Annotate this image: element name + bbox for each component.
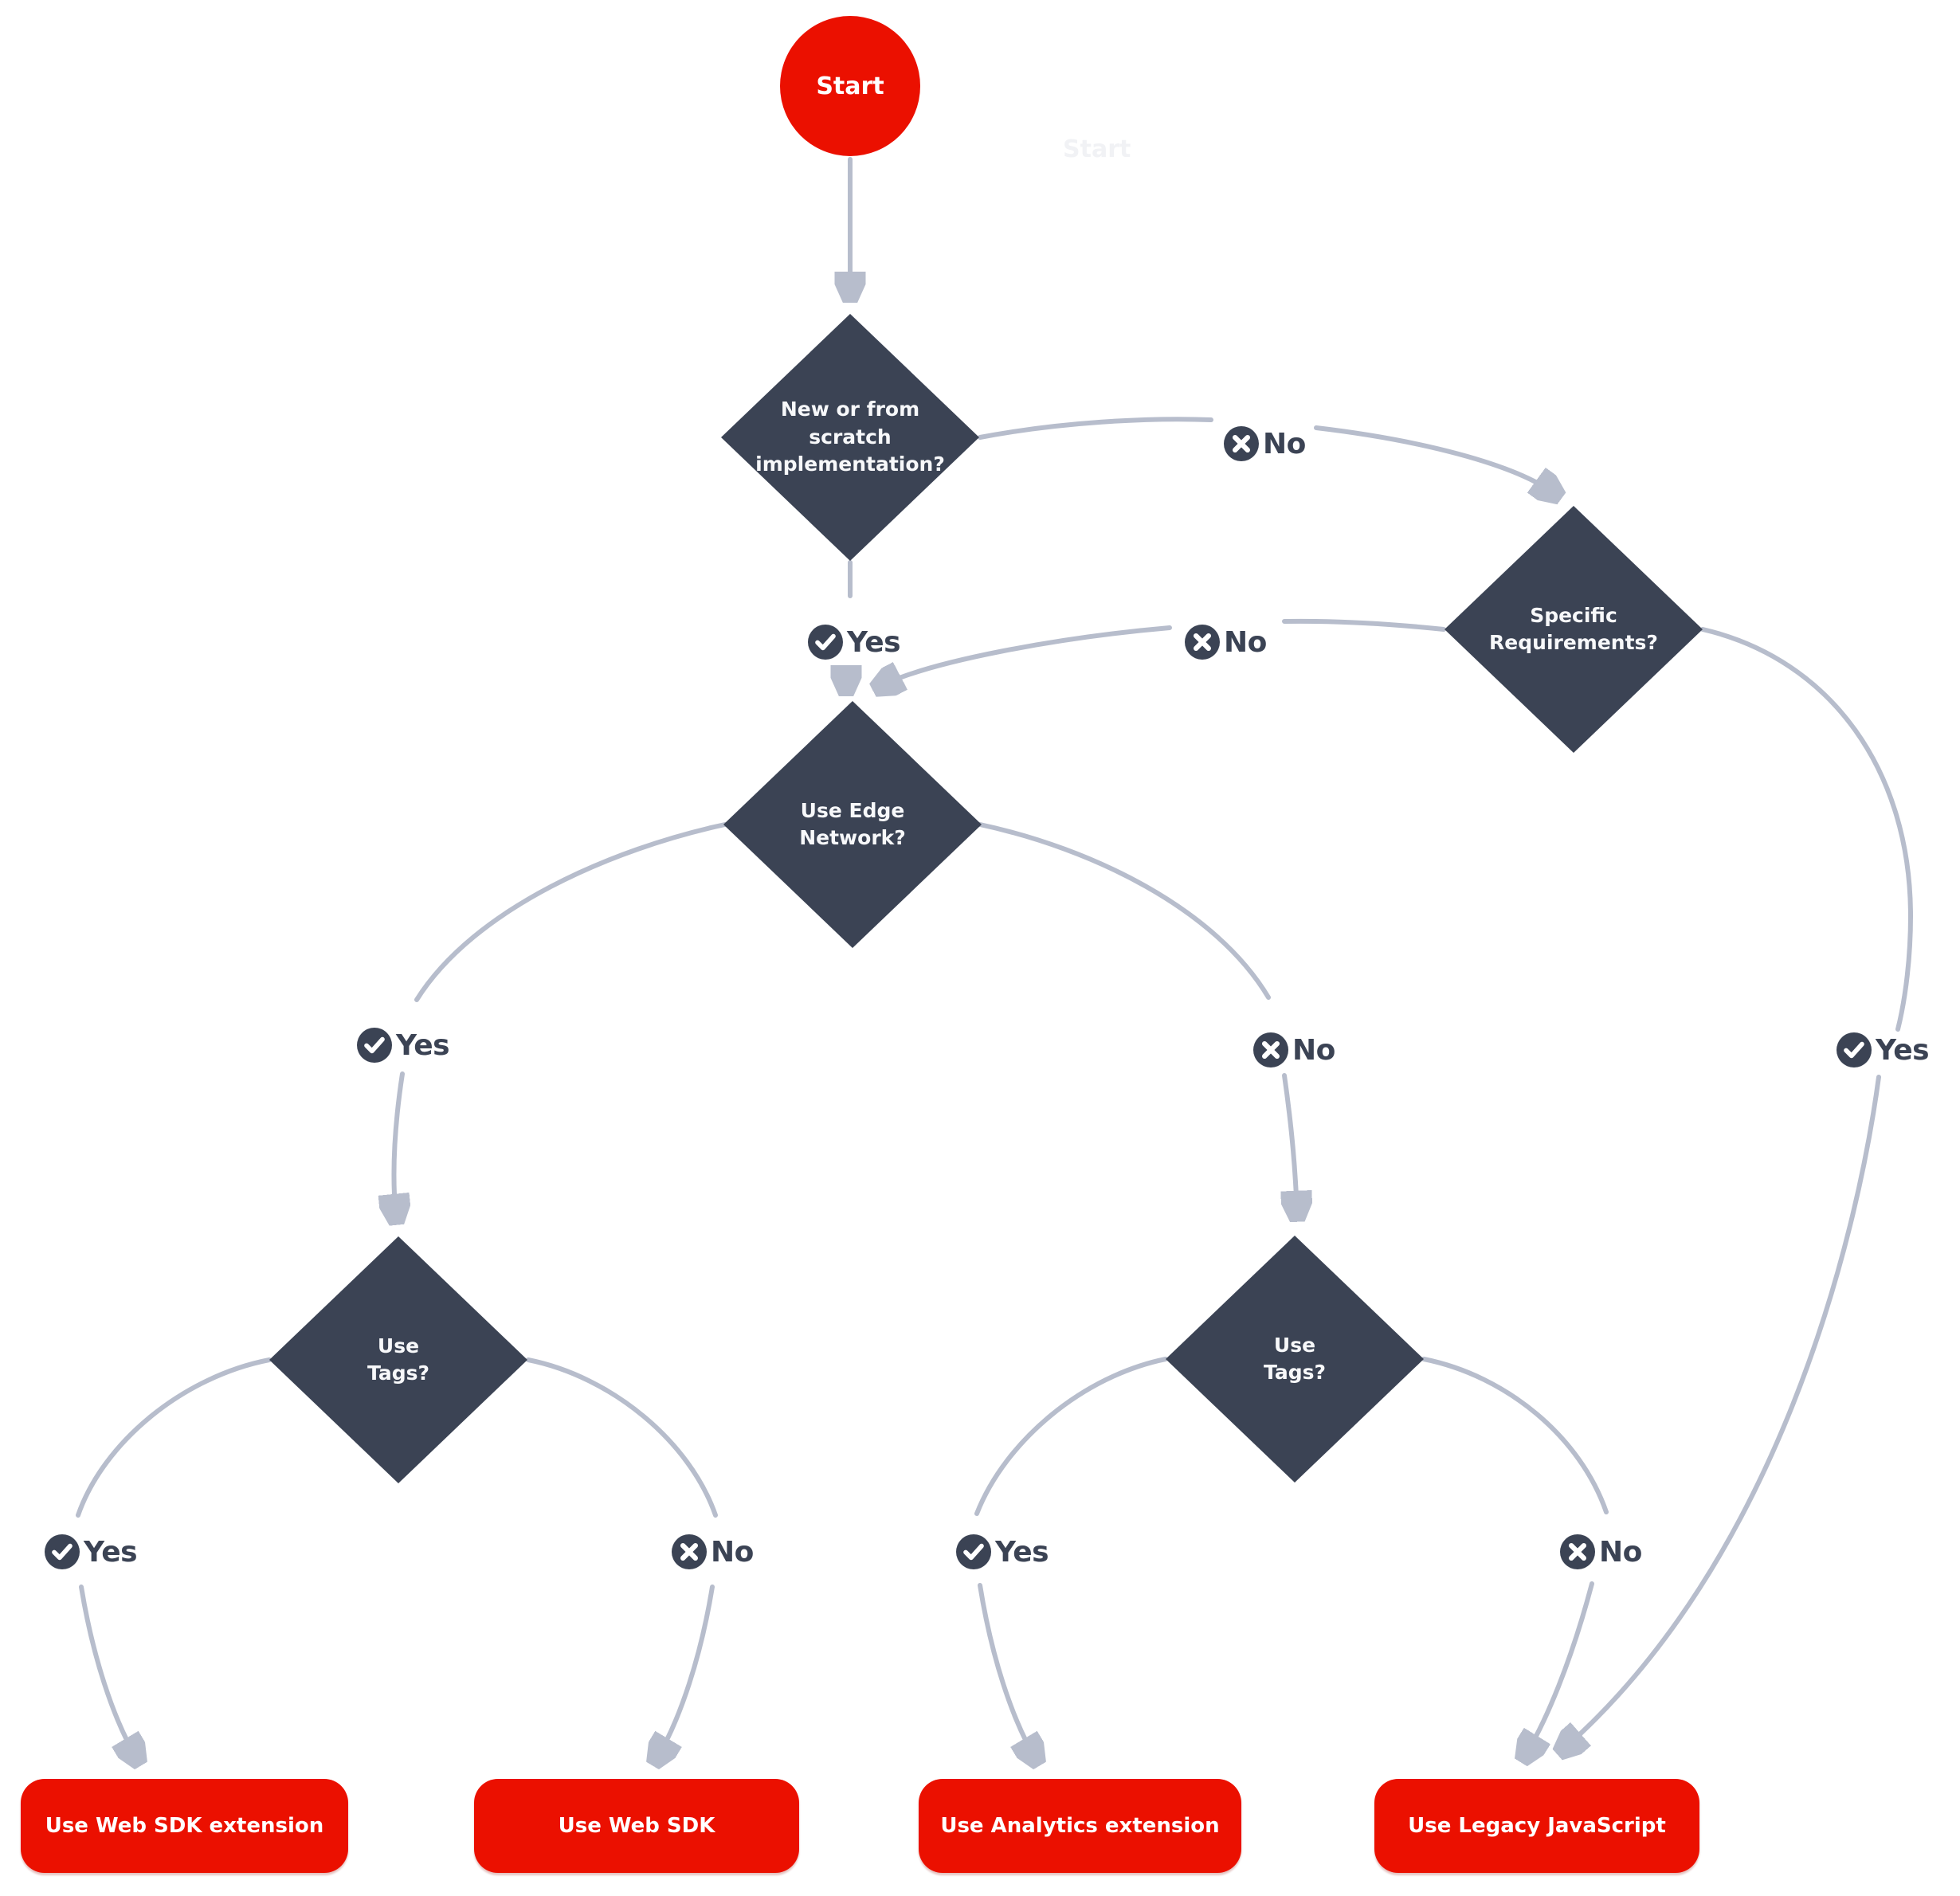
edge-edgenet-no-pre xyxy=(978,822,1271,1000)
yes-check-icon xyxy=(45,1534,80,1569)
edge-label-text: No xyxy=(1263,427,1306,460)
edge-label-no-tagsright: No xyxy=(1560,1534,1642,1569)
edge-label-text: Yes xyxy=(847,625,901,659)
yes-check-icon xyxy=(808,625,843,660)
edge-tagsleft-yes-pre xyxy=(76,1357,272,1518)
edge-edgenet-yes-post xyxy=(394,1071,402,1217)
decision-use-tags-left-label: Use Tags? xyxy=(367,1334,429,1385)
result-use-legacy-javascript-label: Use Legacy JavaScript xyxy=(1408,1814,1666,1838)
decision-new-or-scratch-label: New or from scratch implementation? xyxy=(755,398,945,476)
ghost-start-watermark: Start xyxy=(1063,135,1131,163)
edge-tagsright-yes-post xyxy=(978,1583,1036,1759)
edge-tagsright-no-pre xyxy=(1421,1357,1609,1514)
edge-label-yes-specreq: Yes xyxy=(1837,1032,1930,1067)
result-use-web-sdk-label: Use Web SDK xyxy=(558,1814,715,1838)
edge-label-text: No xyxy=(1599,1535,1642,1569)
result-use-analytics-extension: Use Analytics extension xyxy=(919,1779,1241,1873)
edge-tagsleft-yes-post xyxy=(79,1585,137,1759)
edge-label-no-newscratch: No xyxy=(1224,426,1306,461)
edge-tagsleft-no-pre xyxy=(526,1357,718,1518)
edge-label-text: No xyxy=(711,1535,754,1569)
edge-label-yes-tagsleft: Yes xyxy=(45,1534,138,1569)
result-use-web-sdk-extension-label: Use Web SDK extension xyxy=(45,1814,324,1838)
edge-label-no-edgenet: No xyxy=(1253,1032,1335,1067)
result-use-web-sdk: Use Web SDK xyxy=(474,1779,799,1873)
no-x-icon xyxy=(1185,625,1220,660)
no-x-icon xyxy=(672,1534,707,1569)
edge-edgenet-no-post xyxy=(1284,1073,1297,1214)
edge-label-text: Yes xyxy=(995,1535,1049,1569)
edge-label-no-specreq: No xyxy=(1185,625,1267,660)
edge-label-yes-edgenet: Yes xyxy=(357,1028,450,1063)
edge-label-yes-newscratch: Yes xyxy=(808,625,901,660)
yes-check-icon xyxy=(956,1534,991,1569)
edge-label-text: No xyxy=(1224,625,1267,659)
decision-use-tags-right-label: Use Tags? xyxy=(1264,1333,1326,1385)
edge-newscratch-no-pre xyxy=(978,417,1213,440)
edge-specreq-no-pre xyxy=(1282,618,1446,632)
yes-check-icon xyxy=(357,1028,392,1063)
result-use-analytics-extension-label: Use Analytics extension xyxy=(940,1814,1220,1838)
decision-use-edge-network-label: Use Edge Network? xyxy=(799,798,906,850)
edge-tagsleft-no-post xyxy=(657,1585,715,1759)
edge-label-text: No xyxy=(1292,1033,1335,1067)
edge-edgenet-yes-pre xyxy=(414,822,727,1002)
edge-specreq-yes-pre xyxy=(1700,627,1914,1032)
edge-label-no-tagsleft: No xyxy=(672,1534,754,1569)
result-use-web-sdk-extension: Use Web SDK extension xyxy=(21,1779,348,1873)
edge-specreq-no-post xyxy=(880,625,1172,687)
no-x-icon xyxy=(1224,426,1259,461)
no-x-icon xyxy=(1253,1032,1288,1067)
start-node: Start xyxy=(780,16,920,156)
start-node-label: Start xyxy=(816,72,884,100)
edge-specreq-yes-post xyxy=(1563,1075,1881,1749)
edge-tagsright-yes-pre xyxy=(974,1357,1168,1516)
decision-specific-requirements-label: Specific Requirements? xyxy=(1489,603,1658,655)
edge-label-text: Yes xyxy=(1876,1033,1930,1067)
result-use-legacy-javascript: Use Legacy JavaScript xyxy=(1374,1779,1699,1873)
edge-tagsright-no-post xyxy=(1525,1581,1594,1756)
edge-label-text: Yes xyxy=(84,1535,138,1569)
yes-check-icon xyxy=(1837,1032,1872,1067)
edge-label-yes-tagsright: Yes xyxy=(956,1534,1049,1569)
edge-label-text: Yes xyxy=(396,1028,450,1062)
no-x-icon xyxy=(1560,1534,1595,1569)
edge-newscratch-no-post xyxy=(1314,425,1555,494)
